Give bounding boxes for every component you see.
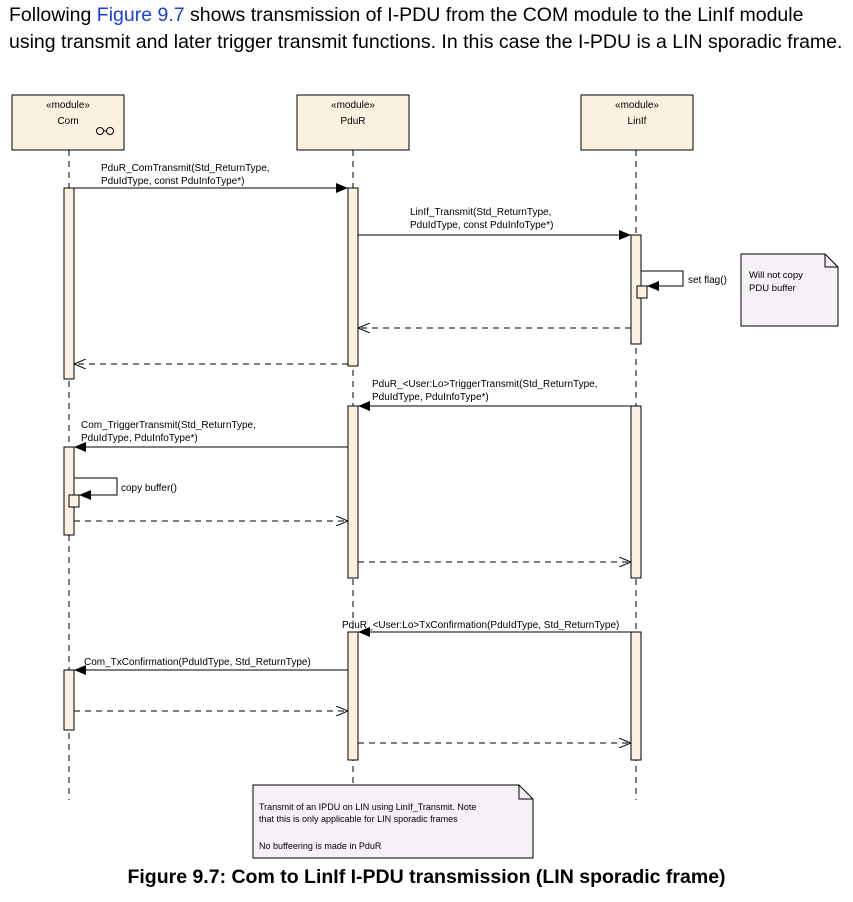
msg-com-triggertransmit-label-2: PduIdType, PduInfoType*) [81,433,198,444]
note-will-not-copy-line-1: Will not copy [749,270,803,281]
activation-linif-3 [630,631,642,761]
module-linif: «module» LinIf [580,94,694,151]
note-bottom-line-2: that this is only applicable for LIN spo… [259,814,458,824]
figure-caption: Figure 9.7: Com to LinIf I-PDU transmiss… [127,866,726,888]
activation-linif-2 [630,405,642,579]
activation-pdur-2 [347,405,359,579]
msg-copy-buffer-label: copy buffer() [121,483,177,494]
msg-linif-transmit-label-2: PduIdType, const PduInfoType*) [410,220,553,231]
module-com-stereotype: «module» [46,100,90,111]
activation-linif-self [636,285,648,299]
note-will-not-copy-line-2: PDU buffer [749,283,796,294]
msg-set-flag-arrow [641,270,684,291]
figure-link[interactable]: Figure 9.7 [96,4,185,26]
msg-pdur-comtransmit-label-2: PduIdType, const PduInfoType*) [101,176,244,187]
msg-triggertransmit-label-1: PduR_<User:Lo>TriggerTransmit(Std_Return… [372,379,597,390]
module-linif-name: LinIf [628,116,647,127]
note-bottom-line-1: Transmit of an IPDU on LIN using LinIf_T… [259,802,476,812]
intro-paragraph: Following Figure 9.7 shows transmission … [9,2,845,56]
msg-linif-transmit-label-1: LinIf_Transmit(Std_ReturnType, [410,207,551,218]
module-pdur: «module» PduR [296,94,410,151]
activation-com-3 [63,669,75,731]
module-com-name: Com [57,116,78,127]
note-bottom: Transmit of an IPDU on LIN using LinIf_T… [252,784,534,859]
activation-pdur-3 [347,631,359,761]
msg-txconfirmation-label: PduR_<User:Lo>TxConfirmation(PduIdType, … [342,620,619,631]
intro-text-after: shows transmission of I-PDU from the COM… [9,4,843,53]
msg-pdur-comtransmit-label-1: PduR_ComTransmit(Std_ReturnType, [101,163,270,174]
activation-com-self [68,494,80,508]
msg-com-triggertransmit-label-1: Com_TriggerTransmit(Std_ReturnType, [81,420,256,431]
msg-triggertransmit-label-2: PduIdType, PduInfoType*) [372,392,489,403]
note-bottom-line-3: No buffeering is made in PduR [259,841,382,851]
module-pdur-name: PduR [340,116,365,127]
note-will-not-copy: Will not copy PDU buffer [740,253,839,327]
msg-set-flag-label: set flag() [688,275,727,286]
activation-com-1 [63,187,75,380]
module-linif-stereotype: «module» [615,100,659,111]
msg-copy-buffer-arrow [74,477,118,500]
activation-com-2 [63,446,75,536]
component-icon [96,127,114,135]
msg-com-txconfirmation-label: Com_TxConfirmation(PduIdType, Std_Return… [84,657,311,668]
intro-text-before: Following [9,4,97,26]
activation-pdur-1 [347,187,359,367]
module-pdur-stereotype: «module» [331,100,375,111]
module-com: «module» Com [11,94,125,151]
sequence-diagram: «module» Com «module» PduR «module» LinI… [11,94,839,859]
